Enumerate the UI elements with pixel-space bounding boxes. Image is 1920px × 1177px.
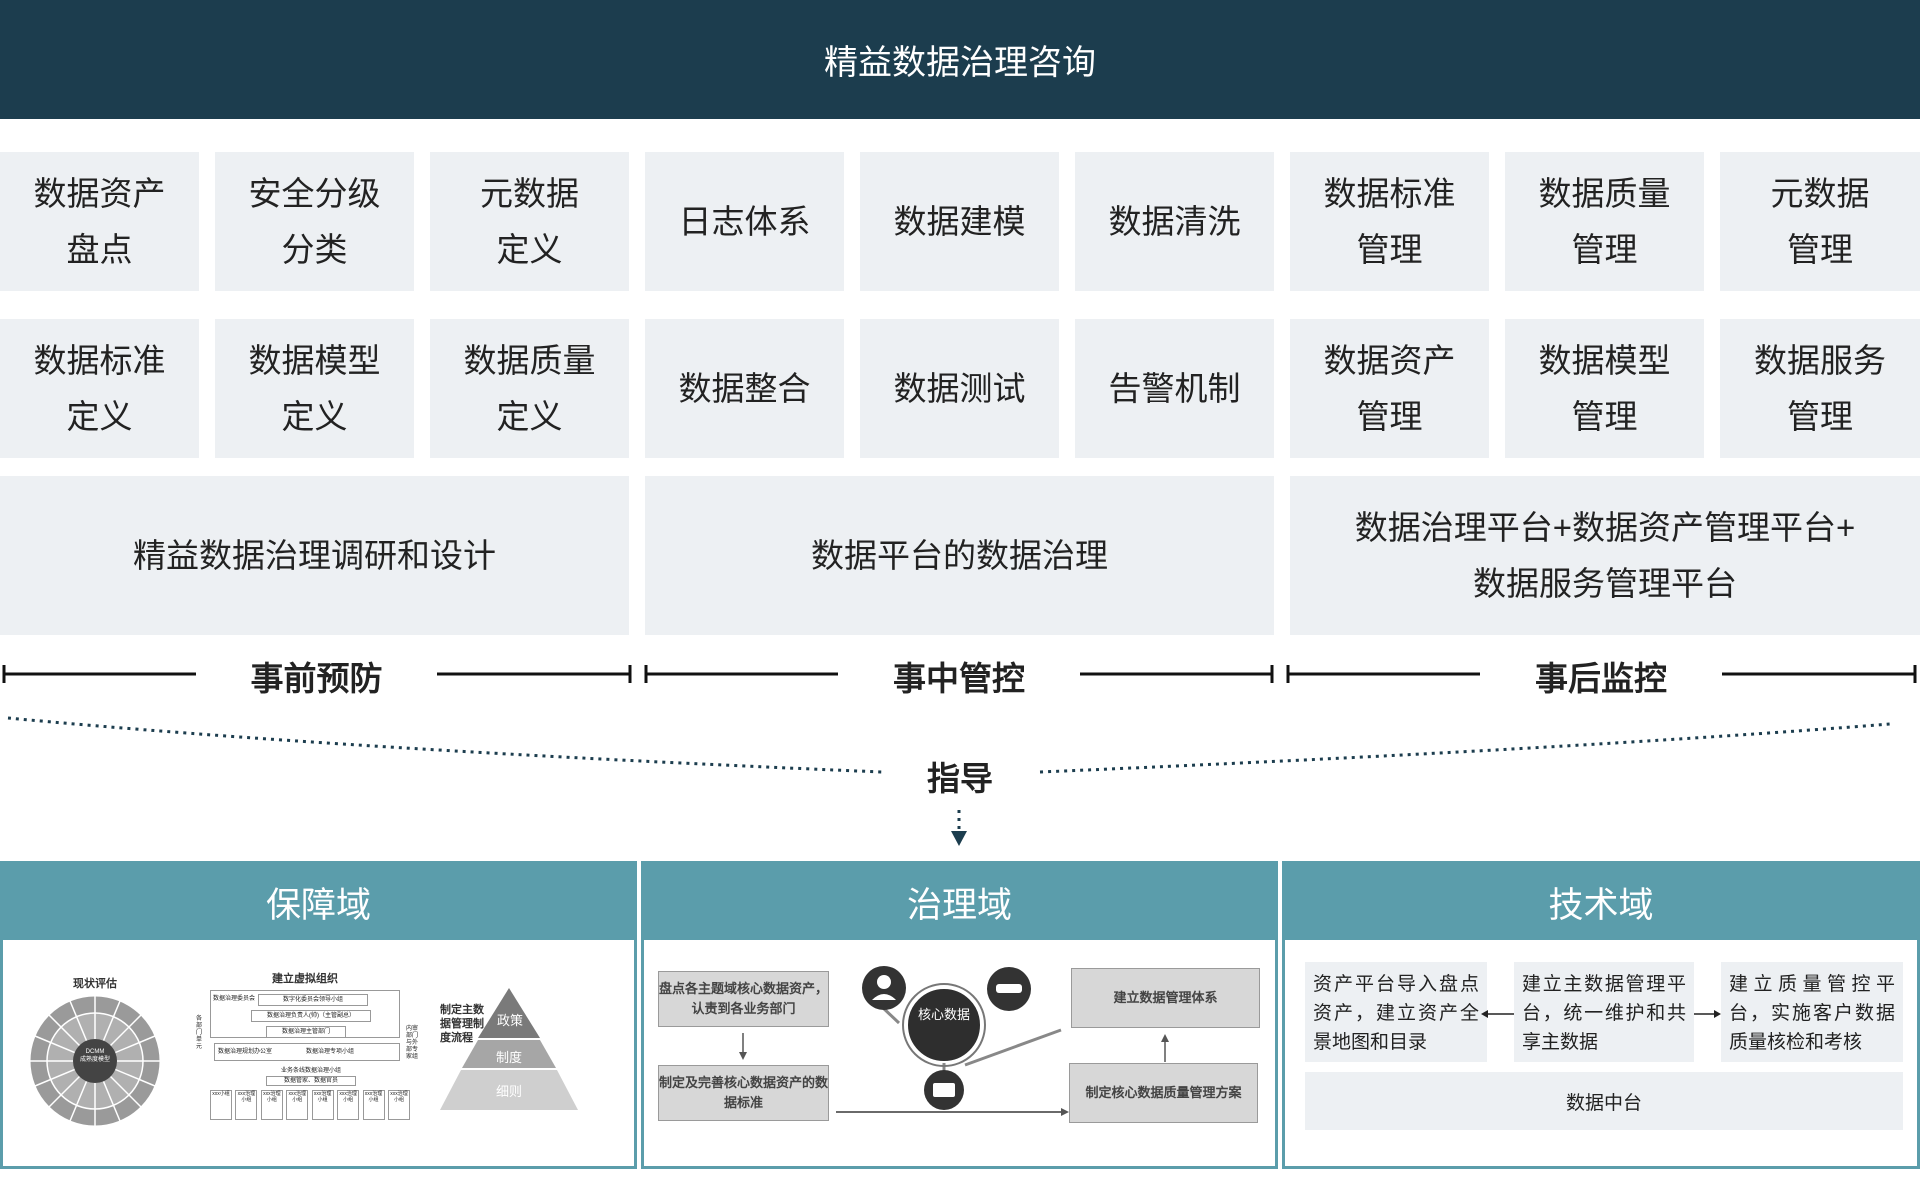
org-group: xxx治理小组 (235, 1090, 258, 1120)
org-group: xxx治理小组 (337, 1090, 360, 1120)
policy-pyramid (440, 988, 578, 1110)
jishu-arrows (1481, 1010, 1721, 1018)
phase-label-prevent: 事前预防 (250, 660, 383, 697)
guide-label: 指导 (927, 760, 993, 797)
org-node: 数据治理规划办公室 (218, 1049, 273, 1055)
org-side-left: 各部门单元 (196, 1016, 203, 1050)
dcmm-wheel-graphic (29, 995, 161, 1127)
grid-cell: 数据清洗 (1075, 152, 1274, 291)
org-node: 数据管家、数据官员 (266, 1076, 356, 1086)
summary-box-1: 精益数据治理调研和设计 (0, 476, 629, 635)
summary-text-line-2: 数据服务管理平台 (1473, 564, 1737, 602)
grid-cell: 数据建模 (860, 152, 1059, 291)
org-side-right: 内审部门与外部专家组 (406, 1026, 419, 1060)
grid-cell: 告警机制 (1075, 319, 1274, 458)
grid-cell: 元数据 管理 (1720, 152, 1920, 291)
domain-header-jishu: 技术域 (1282, 861, 1920, 943)
org-group: xxx小组 (210, 1090, 232, 1120)
zhili-center-label: 核心数据 (917, 1007, 970, 1022)
grid-cell: 数据质量 管理 (1505, 152, 1704, 291)
grid-cell: 数据模型 定义 (215, 319, 414, 458)
org-chart: 数据治理委员会 数字化委员会领导小组 数据治理负责人(帅)（主管副总） 数据治理… (196, 988, 419, 1120)
dcmm-line-2: 成熟度模型 (79, 1057, 110, 1063)
dcmm-line-1: DCMM (85, 1049, 105, 1055)
org-node: 业务条线数据治理小组 (280, 1068, 341, 1074)
page-header: 精益数据治理咨询 (0, 0, 1920, 119)
dcmm-center-label: DCMM 成熟度模型 (75, 1048, 115, 1064)
grid-cell: 数据质量 定义 (430, 319, 629, 458)
phase-label-control: 事中管控 (893, 660, 1025, 697)
org-group: xxx治理小组 (311, 1090, 334, 1120)
zhili-diagram-graphic (739, 966, 1169, 1116)
grid-cell: 日志体系 (645, 152, 844, 291)
summary-box-3: 数据治理平台+数据资产管理平台+ 数据服务管理平台 (1290, 476, 1920, 635)
grid-cell: 数据标准 定义 (0, 319, 199, 458)
grid-cell: 元数据 定义 (430, 152, 629, 291)
jishu-bottom-box: 数据中台 (1305, 1072, 1903, 1130)
domain-header-zhili: 治理域 (641, 861, 1278, 943)
org-node: 数据治理委员会 (213, 996, 256, 1002)
pyramid-level-mid: 制度 (495, 1050, 522, 1065)
org-node: 数据治理专项小组 (306, 1049, 355, 1055)
zhili-box-bottom-left: 制定及完善核心数据资产的数据标准 (658, 1065, 829, 1121)
jishu-box-3: 建立质量管控平台，实施客户数据质量核检和考核 (1721, 962, 1903, 1062)
summary-text: 精益数据治理调研和设计 (133, 536, 496, 574)
org-bottom-groups: xxx小组 xxx治理小组 xxx治理小组 xxx治理小组 xxx治理小组 xx… (210, 1090, 410, 1120)
grid-cell: 数据资产 管理 (1290, 319, 1489, 458)
zhili-box-bottom-right: 制定核心数据质量管理方案 (1069, 1063, 1258, 1123)
phase-timeline (2, 665, 1917, 846)
pyramid-level-top: 政策 (496, 1013, 523, 1028)
pyramid-level-bottom: 细则 (495, 1084, 522, 1099)
grid-cell: 数据资产 盘点 (0, 152, 199, 291)
org-group: xxx治理小组 (286, 1090, 309, 1120)
summary-text: 数据平台的数据治理 (811, 536, 1108, 574)
grid-cell: 数据服务 管理 (1720, 319, 1920, 458)
org-node: 数据治理主管部门 (266, 1026, 346, 1038)
zhili-box-top-left: 盘点各主题域核心数据资产，认责到各业务部门 (658, 971, 829, 1027)
org-node: 数据治理负责人(帅)（主管副总） (251, 1010, 371, 1022)
grid-cell: 数据测试 (860, 319, 1059, 458)
org-group: xxx治理小组 (362, 1090, 385, 1120)
org-title: 建立虚拟组织 (272, 973, 338, 985)
grid-cell: 数据整合 (645, 319, 844, 458)
assessment-title: 现状评估 (73, 978, 117, 990)
policy-title: 制定主数据管理制度流程 (440, 1004, 484, 1044)
grid-cell: 数据模型 管理 (1505, 319, 1704, 458)
zhili-box-top-right: 建立数据管理体系 (1071, 968, 1260, 1028)
grid-cell: 安全分级 分类 (215, 152, 414, 291)
org-node: 数字化委员会领导小组 (258, 994, 368, 1006)
grid-cell: 数据标准 管理 (1290, 152, 1489, 291)
summary-box-2: 数据平台的数据治理 (645, 476, 1274, 635)
org-group: xxx治理小组 (387, 1090, 410, 1120)
summary-text-line-1: 数据治理平台+数据资产管理平台+ (1354, 508, 1856, 546)
jishu-box-1: 资产平台导入盘点资产，建立资产全景地图和目录 (1305, 962, 1487, 1062)
org-group: xxx治理小组 (260, 1090, 283, 1120)
jishu-box-2: 建立主数据管理平台，统一维护和共享主数据 (1514, 962, 1694, 1062)
domain-header-baozhang: 保障域 (0, 861, 637, 943)
page-title: 精益数据治理咨询 (824, 44, 1096, 82)
phase-label-monitor: 事后监控 (1535, 660, 1667, 697)
